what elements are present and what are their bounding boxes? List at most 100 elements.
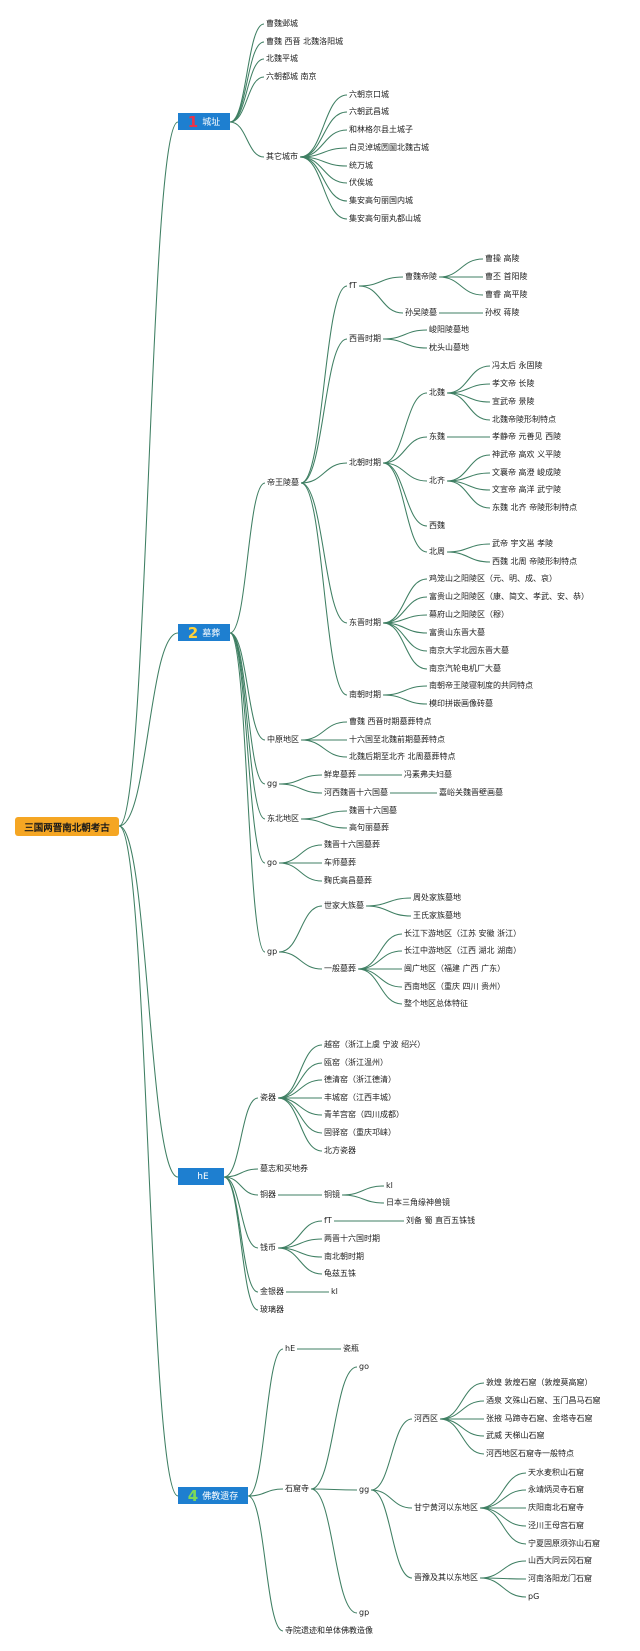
node-shenwu[interactable]: 神武帝 高欢 义平陵 (491, 449, 563, 460)
node-zy2[interactable]: 十六国至北魏前期墓葬特点 (348, 734, 446, 745)
node-jingchuan[interactable]: 泾川王母宫石窟 (527, 1520, 585, 1531)
node-deqing[interactable]: 德清窑（浙江德清） (323, 1074, 397, 1085)
node-caocao[interactable]: 曹操 高陵 (484, 253, 521, 264)
node-nc-gongtong[interactable]: 南朝帝王陵寝制度的共同特点 (428, 680, 534, 691)
node-sunquan[interactable]: 孙权 蒋陵 (484, 307, 521, 318)
node-xianbei[interactable]: 鲜卑墓葬 (323, 769, 357, 780)
node-hexiqu[interactable]: 河西区 (413, 1413, 439, 1424)
node-baiyao[interactable]: 白灵淖城圐圙北魏古城 (348, 142, 430, 153)
node-cw-diling[interactable]: 曹魏帝陵 (404, 271, 438, 282)
node-beifang[interactable]: 北方瓷器 (323, 1145, 357, 1156)
node-gg2[interactable]: gg (358, 1484, 371, 1495)
node-fusi[interactable]: 伏俟城 (348, 177, 374, 188)
node-go-3[interactable]: 麴氏高昌墓葬 (323, 875, 373, 886)
node-jinyu[interactable]: 晋豫及其以东地区 (413, 1572, 479, 1583)
node-qingyangbei[interactable]: 庆阳南北石窟寺 (527, 1502, 585, 1513)
node-wenxuan[interactable]: 文宣帝 高洋 武宁陵 (491, 484, 563, 495)
node-beiwei[interactable]: 北魏 (428, 387, 446, 398)
node-dongbei[interactable]: 东北地区 (266, 813, 300, 824)
node-kl2[interactable]: kl (330, 1286, 339, 1297)
node-fengcheng[interactable]: 丰城窑（江西丰城） (323, 1092, 397, 1103)
root-node[interactable]: 三国两晋南北朝考古 (15, 817, 119, 836)
node-gansu[interactable]: 甘宁黄河以东地区 (413, 1502, 479, 1513)
node-dw-lingmu[interactable]: 帝王陵墓 (266, 477, 300, 488)
node-he2[interactable]: hE (284, 1343, 297, 1354)
node-dongjin[interactable]: 东晋时期 (348, 617, 382, 628)
node-yb4[interactable]: 西南地区（重庆 四川 贵州） (403, 981, 507, 992)
node-wenxiang[interactable]: 文襄帝 高澄 峻成陵 (491, 467, 563, 478)
node-beiqi[interactable]: 北齐 (428, 475, 446, 486)
node-liangjin[interactable]: 两晋十六国时期 (323, 1233, 381, 1244)
node-wandu[interactable]: 集安高句丽丸都山城 (348, 213, 422, 224)
node-yb1[interactable]: 长江下游地区（江苏 安徽 浙江） (403, 928, 523, 939)
node-jiuquan[interactable]: 酒泉 文殊山石窟、玉门昌马石窟 (485, 1395, 602, 1406)
node-zy3[interactable]: 北魏后期至北齐 北周墓葬特点 (348, 751, 457, 762)
node-tongwan[interactable]: 统万城 (348, 160, 374, 171)
node-yiban[interactable]: 一般墓葬 (323, 963, 357, 974)
node-lc-nanjing[interactable]: 六朝都城 南京 (265, 71, 318, 82)
branch-muzang[interactable]: 2 墓葬 (178, 624, 230, 642)
node-fugui[interactable]: 富贵山之阳陵区（康、简文、孝武、安、恭） (428, 591, 590, 602)
node-fengtaihou[interactable]: 冯太后 永固陵 (491, 360, 544, 371)
node-beichao[interactable]: 北朝时期 (348, 457, 382, 468)
node-pg[interactable]: pG (527, 1591, 541, 1602)
node-nanchao[interactable]: 南朝时期 (348, 689, 382, 700)
node-liubei[interactable]: 刘备 蜀 直百五铢钱 (405, 1215, 477, 1226)
node-fuguishan[interactable]: 富贵山东晋大墓 (428, 627, 486, 638)
node-zhentou[interactable]: 枕头山墓地 (428, 342, 470, 353)
node-cw-ye[interactable]: 曹魏邺城 (265, 18, 299, 29)
branch-he[interactable]: hE (178, 1168, 224, 1185)
node-zy1[interactable]: 曹魏 西晋时期墓葬特点 (348, 716, 433, 727)
node-caorui[interactable]: 曹睿 高平陵 (484, 289, 529, 300)
node-wuwei[interactable]: 武威 天梯山石窟 (485, 1430, 546, 1441)
node-wudi[interactable]: 武帝 宇文邕 孝陵 (491, 538, 555, 549)
node-nanda[interactable]: 南京大学北园东晋大墓 (428, 645, 510, 656)
node-gg[interactable]: gg (266, 778, 279, 789)
node-beizhou[interactable]: 北周 (428, 546, 446, 557)
node-shiku[interactable]: 石窟寺 (284, 1483, 310, 1494)
node-hexi[interactable]: 河西魏晋十六国墓 (323, 787, 389, 798)
node-jinyin[interactable]: 金银器 (259, 1286, 285, 1297)
node-zhangye[interactable]: 张掖 马蹄寺石窟、金塔寺石窟 (485, 1413, 594, 1424)
node-db2[interactable]: 高句丽墓葬 (348, 822, 390, 833)
branch-fojiao[interactable]: 4 佛教遗存 (178, 1487, 248, 1505)
node-xw-bz-tedian[interactable]: 西魏 北周 帝陵形制特点 (491, 556, 579, 567)
node-hx-yiban[interactable]: 河西地区石窟寺一般特点 (485, 1448, 575, 1459)
node-mufu[interactable]: 幕府山之阳陵区（穆） (428, 609, 510, 620)
node-helinger[interactable]: 和林格尔县土城子 (348, 124, 414, 135)
node-jingkou[interactable]: 六朝京口城 (348, 89, 390, 100)
node-kl1[interactable]: kl (385, 1180, 394, 1191)
node-jiayuguan[interactable]: 嘉峪关魏晋壁画墓 (438, 787, 504, 798)
node-dongwei[interactable]: 东魏 (428, 431, 446, 442)
node-xiwei[interactable]: 西魏 (428, 520, 446, 531)
node-gp2[interactable]: gp (358, 1607, 371, 1618)
node-dw-bq-tedian[interactable]: 东魏 北齐 帝陵形制特点 (491, 502, 579, 513)
node-siyuan[interactable]: 寺院遗迹和单体佛教造像 (284, 1625, 374, 1636)
node-yueyao[interactable]: 越窑（浙江上虞 宁波 绍兴） (323, 1039, 427, 1050)
node-db1[interactable]: 魏晋十六国墓 (348, 805, 398, 816)
node-qianbi[interactable]: 钱币 (259, 1242, 277, 1253)
node-yungang[interactable]: 山西大同云冈石窟 (527, 1555, 593, 1566)
node-ft1[interactable]: fT (348, 280, 358, 291)
node-ouyao[interactable]: 瓯窑（浙江温州） (323, 1057, 389, 1068)
node-dunhuang[interactable]: 敦煌 敦煌石窟（敦煌莫高窟） (485, 1377, 594, 1388)
node-junyang[interactable]: 峻阳陵墓地 (428, 324, 470, 335)
node-ft2[interactable]: fT (323, 1215, 333, 1226)
node-ciping[interactable]: 瓷瓶 (342, 1343, 360, 1354)
node-qingyang[interactable]: 青羊宫窑（四川成都） (323, 1109, 405, 1120)
node-xumishan[interactable]: 宁夏固原须弥山石窟 (527, 1538, 601, 1549)
node-riben[interactable]: 日本三角缘神兽镜 (385, 1197, 451, 1208)
node-muzhi[interactable]: 墓志和买地券 (259, 1163, 309, 1174)
node-xijin[interactable]: 西晋时期 (348, 333, 382, 344)
node-qilun[interactable]: 南京汽轮电机厂大墓 (428, 663, 502, 674)
node-tongjing[interactable]: 铜镜 (323, 1189, 341, 1200)
node-guonei[interactable]: 集安高句丽国内城 (348, 195, 414, 206)
node-wangshi[interactable]: 王氏家族墓地 (412, 910, 462, 921)
node-go2[interactable]: go (358, 1361, 370, 1372)
node-boli[interactable]: 玻璃器 (259, 1304, 285, 1315)
node-longmen[interactable]: 河南洛阳龙门石窟 (527, 1573, 593, 1584)
node-xiaojing[interactable]: 孝静帝 元善见 西陵 (491, 431, 563, 442)
node-ciqi[interactable]: 瓷器 (259, 1092, 277, 1103)
node-cw-luoyang[interactable]: 曹魏 西晋 北魏洛阳城 (265, 36, 345, 47)
branch-chengzhi[interactable]: 1 城址 (178, 113, 230, 131)
